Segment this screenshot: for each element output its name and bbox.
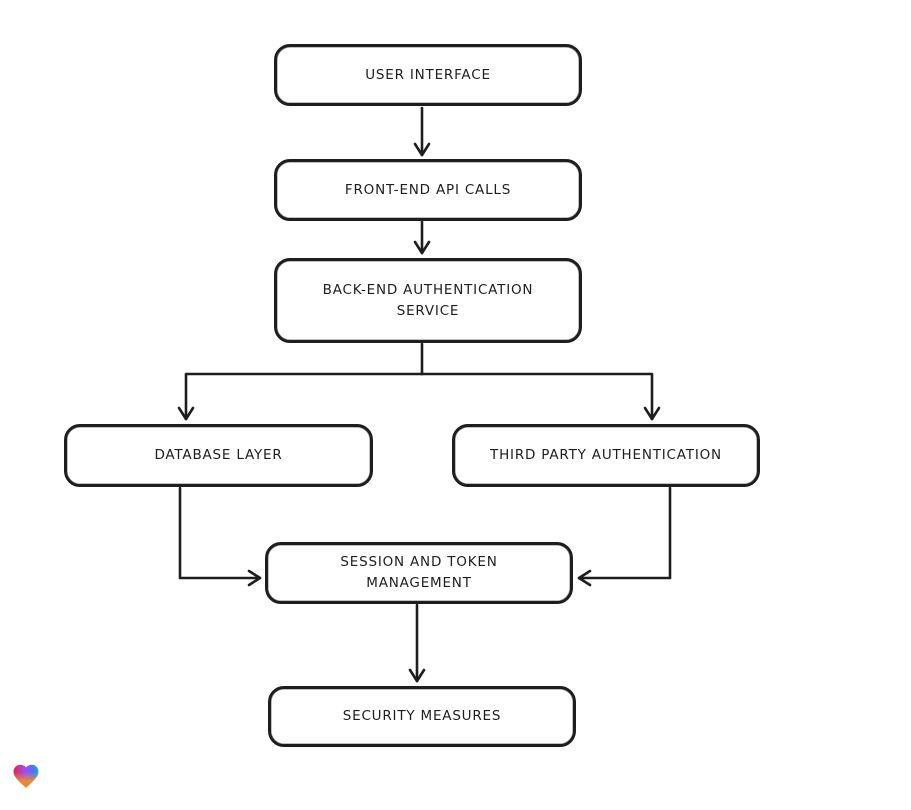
edge-database-to-session bbox=[178, 486, 262, 587]
node-security-measures: SECURITY MEASURES bbox=[268, 686, 576, 747]
node-session-and-token-management: SESSION AND TOKEN MANAGEMENT bbox=[265, 542, 573, 604]
node-security-measures-label: SECURITY MEASURES bbox=[342, 708, 502, 724]
node-front-end-api-calls: FRONT-END API CALLS bbox=[274, 159, 582, 221]
node-third-party-authentication-label: THIRD PARTY AUTHENTICATION bbox=[490, 447, 722, 463]
node-back-end-authentication-service: BACK-END AUTHENTICATION SERVICE bbox=[274, 258, 582, 343]
edge-backend-to-database bbox=[177, 372, 424, 421]
edge-backend-to-thirdparty bbox=[420, 372, 661, 421]
node-database-layer: DATABASE LAYER bbox=[64, 424, 373, 487]
edge-thirdparty-to-session bbox=[577, 486, 672, 587]
node-user-interface: USER INTERFACE bbox=[274, 44, 582, 106]
node-database-layer-label: DATABASE LAYER bbox=[154, 447, 283, 463]
lovable-heart-logo[interactable] bbox=[11, 761, 41, 791]
node-front-end-api-calls-label: FRONT-END API CALLS bbox=[344, 181, 512, 198]
node-third-party-authentication: THIRD PARTY AUTHENTICATION bbox=[452, 424, 760, 487]
node-back-end-authentication-service-label: BACK-END AUTHENTICATION SERVICE bbox=[322, 281, 534, 319]
node-session-and-token-management-label: SESSION AND TOKEN MANAGEMENT bbox=[340, 554, 498, 591]
node-user-interface-label: USER INTERFACE bbox=[365, 66, 491, 83]
